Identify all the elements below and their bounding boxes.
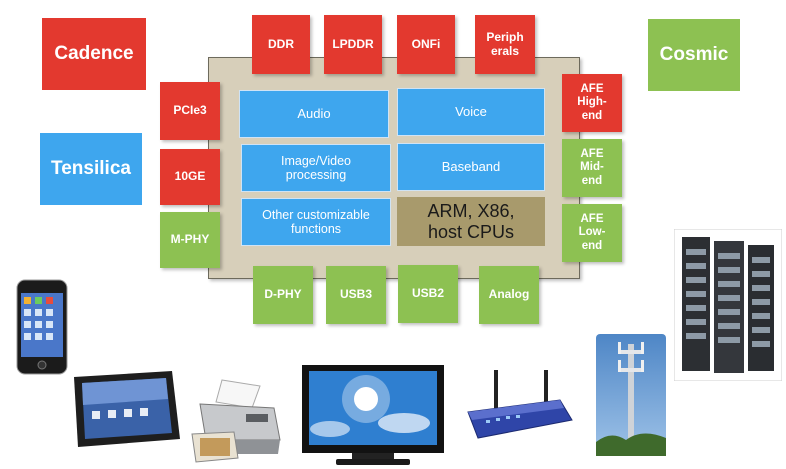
cell-tower-icon [596, 334, 666, 456]
block-voice: Voice [397, 88, 545, 136]
router-icon [467, 370, 573, 439]
server-rack-icon [674, 229, 782, 381]
block-audio: Audio [239, 90, 389, 138]
interface-lpddr: LPDDR [324, 15, 382, 74]
vendor-cadence: Cadence [42, 18, 146, 90]
interface-usb3: USB3 [326, 266, 386, 324]
interface-peripherals: Periph erals [475, 15, 535, 74]
block-image-video: Image/Video processing [241, 144, 391, 192]
interface-afe-mid-end: AFE Mid- end [562, 139, 622, 197]
interface-onfi: ONFi [397, 15, 455, 74]
interface-analog: Analog [479, 266, 539, 324]
block-baseband: Baseband [397, 143, 545, 191]
interface-afe-low-end: AFE Low- end [562, 204, 622, 262]
interface-ddr: DDR [252, 15, 310, 74]
tv-icon [302, 365, 444, 465]
interface-d-phy: D-PHY [253, 266, 313, 324]
tablet-icon [74, 371, 180, 447]
vendor-cosmic: Cosmic [648, 19, 740, 91]
interface-m-phy: M-PHY [160, 212, 220, 268]
block-other-functions: Other customizable functions [241, 198, 391, 246]
interface-10ge: 10GE [160, 149, 220, 205]
interface-usb2: USB2 [398, 265, 458, 323]
printer-icon [191, 379, 281, 463]
vendor-tensilica: Tensilica [40, 133, 142, 205]
interface-pcie3: PCIe3 [160, 82, 220, 140]
block-host-cpus: ARM, X86, host CPUs [397, 197, 545, 246]
interface-afe-high-end: AFE High- end [562, 74, 622, 132]
smartphone-icon [16, 279, 68, 375]
